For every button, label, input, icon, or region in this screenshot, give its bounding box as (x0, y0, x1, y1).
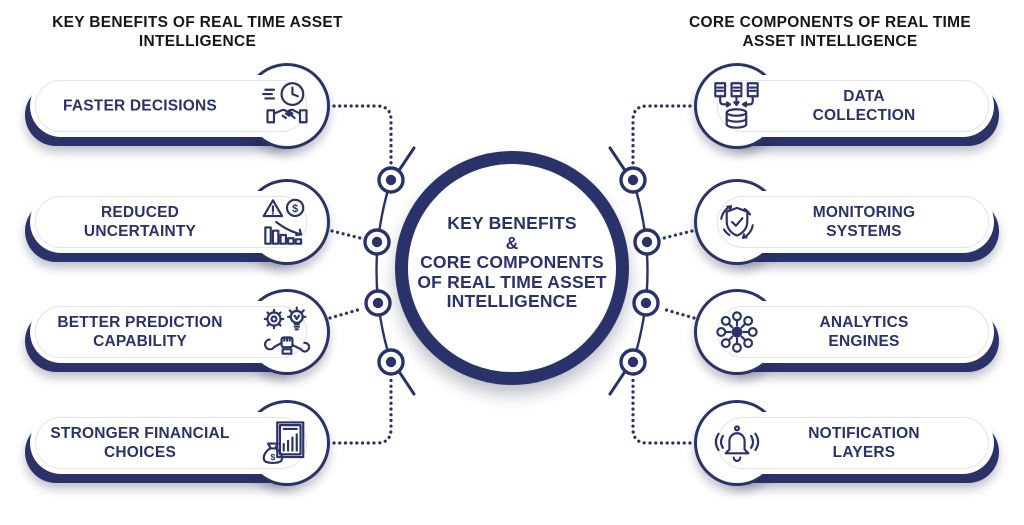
component-label: MONITORING SYSTEMS (812, 204, 916, 240)
benefit-pill-faster-decisions: FASTER DECISIONS (25, 62, 330, 149)
component-pill-analytics-engines: ANALYTICS ENGINES (693, 288, 999, 375)
data-collection-icon (714, 82, 759, 129)
benefit-pill-better-prediction: BETTER PREDICTION CAPABILITY (25, 288, 330, 375)
pill-body (30, 301, 312, 363)
component-pill-monitoring-systems: MONITORING SYSTEMS (693, 178, 999, 265)
node (363, 228, 391, 256)
network-hub-icon (716, 311, 758, 353)
handshake-clock-icon (262, 82, 308, 124)
pill-body (30, 75, 312, 137)
node (619, 166, 647, 194)
benefit-pill-reduced-uncertainty: REDUCED UNCERTAINTY $ (25, 178, 330, 265)
node (377, 166, 405, 194)
component-label: NOTIFICATION LAYERS (808, 425, 920, 461)
node (364, 289, 392, 317)
node (377, 348, 405, 376)
pill-body (712, 191, 994, 253)
notification-bell-icon (714, 425, 760, 462)
risk-chart-icon: $ (262, 198, 305, 245)
svg-text:$: $ (292, 203, 298, 215)
left-connectors (328, 104, 416, 445)
left-column-header: KEY BENEFITS OF REAL TIME ASSET INTELLIG… (52, 14, 343, 50)
shield-sync-icon (720, 205, 754, 239)
node (632, 289, 660, 317)
benefit-pill-stronger-financial: STRONGER FINANCIAL CHOICES $ (25, 399, 330, 486)
center-circle: KEY BENEFITS & CORE COMPONENTS OF REAL T… (395, 151, 629, 385)
benefit-label: STRONGER FINANCIAL CHOICES (50, 425, 230, 461)
center-title: KEY BENEFITS & CORE COMPONENTS OF REAL T… (417, 213, 607, 312)
benefit-label: FASTER DECISIONS (63, 97, 217, 115)
right-connectors (608, 104, 696, 445)
pill-body (30, 412, 312, 474)
component-label: DATA COLLECTION (812, 88, 916, 124)
pill-body (712, 75, 994, 137)
node (619, 348, 647, 376)
pill-body (712, 301, 994, 363)
node (633, 228, 661, 256)
report-moneybag-icon: $ (262, 421, 305, 465)
benefit-label: BETTER PREDICTION CAPABILITY (57, 314, 223, 350)
component-label: ANALYTICS ENGINES (819, 314, 909, 350)
svg-text:$: $ (271, 452, 276, 462)
component-pill-notification-layers: NOTIFICATION LAYERS (693, 399, 999, 486)
component-pill-data-collection: DATA COLLECTION (693, 62, 999, 149)
right-column-header: CORE COMPONENTS OF REAL TIME ASSET INTEL… (689, 14, 971, 50)
gear-bulb-hand-icon (263, 306, 311, 355)
benefit-label: REDUCED UNCERTAINTY (83, 204, 197, 240)
